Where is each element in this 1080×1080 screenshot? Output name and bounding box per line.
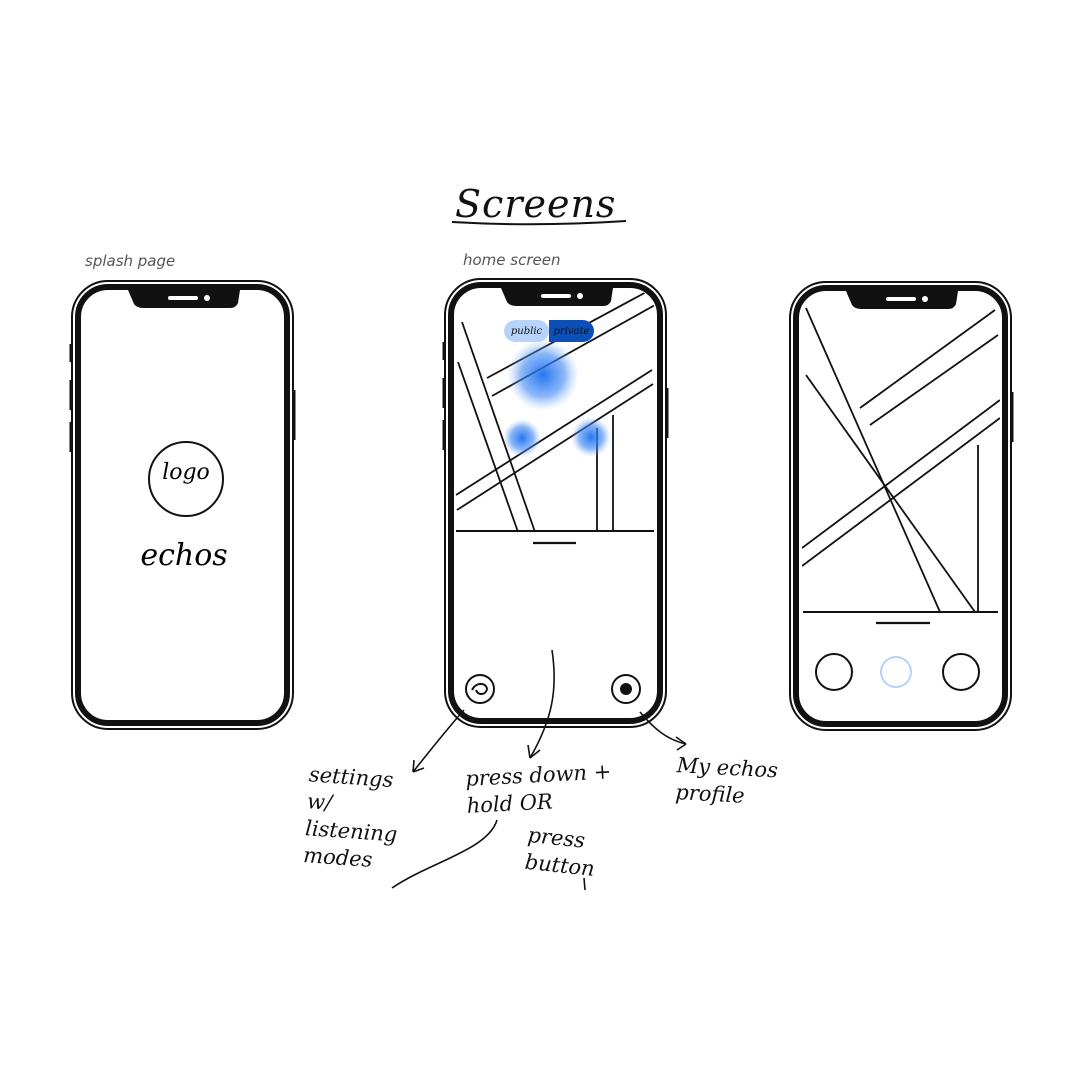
left-button-icon xyxy=(815,653,853,691)
record-button-icon xyxy=(880,656,912,688)
arrow-press xyxy=(529,649,555,759)
profile-icon xyxy=(611,674,641,704)
third-map xyxy=(802,307,1000,625)
toggle-private[interactable]: private xyxy=(549,320,594,342)
title-underline xyxy=(451,220,627,226)
logo-text: logo xyxy=(162,460,210,485)
annotation-settings: settings w/ listening modes xyxy=(302,762,399,872)
heat-blob xyxy=(507,339,579,411)
heat-blob xyxy=(503,419,541,457)
annotation-arrows xyxy=(391,649,687,891)
phone-third-notch xyxy=(846,291,958,309)
phone-home xyxy=(442,278,669,728)
annotation-press: press down + hold OR xyxy=(464,759,612,818)
page-title: Screens xyxy=(455,182,617,226)
annotation-profile: My echos profile xyxy=(674,753,779,808)
logo-circle xyxy=(148,441,224,517)
phone-third xyxy=(789,281,1014,731)
home-map xyxy=(455,290,655,545)
home-screen-label: home screen xyxy=(463,251,561,269)
phone-home-notch xyxy=(501,288,613,306)
heat-blob xyxy=(571,417,611,457)
toggle-public[interactable]: public xyxy=(504,320,549,342)
phone-splash xyxy=(69,280,296,730)
arrow-profile xyxy=(639,711,687,745)
app-name: echos xyxy=(140,538,228,573)
public-private-toggle[interactable]: public private xyxy=(504,320,594,342)
splash-page-label: splash page xyxy=(85,252,176,270)
settings-icon xyxy=(465,674,495,704)
connector-line xyxy=(391,819,498,889)
arrow-settings xyxy=(412,709,465,773)
right-button-icon xyxy=(942,653,980,691)
